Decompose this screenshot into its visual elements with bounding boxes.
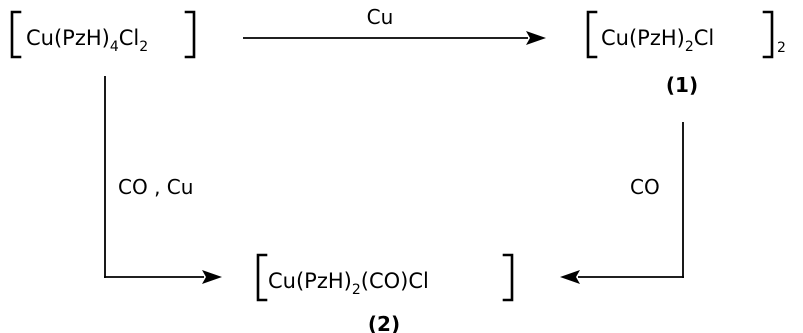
bracket-right: [502, 253, 514, 302]
compound-2-formula: Cu(PzH)2(CO)Cl: [268, 269, 429, 298]
bracket-right: [762, 10, 774, 59]
arrow-right-path: [560, 122, 684, 284]
arrow-top: [243, 31, 546, 45]
compound-product-2: Cu(PzH)2(CO)Cl (2): [256, 253, 514, 333]
compound-product-1: Cu(PzH)2Cl 2 (1): [586, 10, 786, 97]
bracket-left: [10, 10, 22, 59]
arrow-left-path: [104, 76, 222, 284]
bracket-left: [586, 10, 598, 59]
compound-2-number: (2): [368, 312, 400, 333]
compound-1-formula: Cu(PzH)2Cl: [601, 26, 714, 55]
bracket-left: [256, 253, 268, 302]
reagent-left-label: CO , Cu: [118, 175, 193, 199]
compound-start: Cu(PzH)4Cl2: [10, 10, 196, 59]
compound-start-formula: Cu(PzH)4Cl2: [26, 26, 148, 55]
compound-1-outer-subscript: 2: [777, 40, 786, 56]
bracket-right: [184, 10, 196, 59]
reagent-right-label: CO: [630, 175, 660, 199]
compound-1-number: (1): [666, 73, 698, 97]
reagent-top-label: Cu: [367, 5, 394, 29]
